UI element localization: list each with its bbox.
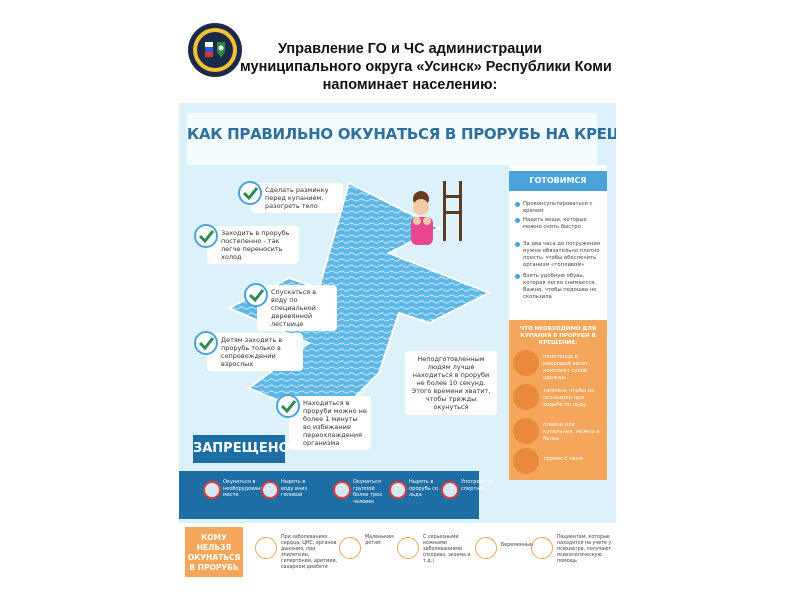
contraindication-item: С серьезными кожными заболеваниями (псор… [397, 529, 473, 575]
prepare-item: Проконсультироваться с врачом [515, 201, 605, 215]
prepare-item: Надеть вещи, которые можно снять быстро [515, 217, 605, 231]
need-item-text: термос с чаем [543, 456, 583, 462]
tip-warmup: Сделать разминку перед купанием, разогре… [238, 181, 343, 213]
check-icon [276, 394, 300, 418]
tip-one-minute-text: Находиться в проруби можно не более 1 ми… [303, 399, 367, 447]
prepare-sidebar: ГОТОВИМСЯ ЗАРАНЕЕ Проконсультироваться с… [509, 165, 607, 480]
contraindication-item: При заболеваниях сердца, ЦНС, органов ды… [255, 529, 341, 575]
poster-banner: КАК ПРАВИЛЬНО ОКУНАТЬСЯ В ПРОРУБЬ НА КРЕ… [187, 113, 616, 165]
tip-children-with-adults: Детям заходить в прорубь только в сопров… [194, 331, 303, 371]
forbidden-item: Нырять в воду вниз головой [261, 479, 315, 513]
need-box: ЧТО НЕОБХОДИМО ДЛЯ КУПАНИЯ В ПРОРУБИ В К… [509, 320, 607, 480]
forbidden-item-text: Употреблять спиртное [461, 479, 495, 492]
no-swimming-icon [203, 481, 221, 499]
pregnancy-icon [475, 537, 497, 559]
header-line-1: Управление ГО и ЧС администрации [277, 41, 543, 57]
thermos-icon [513, 448, 539, 474]
heart-icon [255, 537, 277, 559]
prepare-item: За два часа до погружения нужно обязател… [515, 241, 605, 269]
contraindication-text: Пациентам, которые находятся на учете у … [557, 535, 612, 564]
no-diving-icon [261, 481, 279, 499]
poster-title: КАК ПРАВИЛЬНО ОКУНАТЬСЯ В ПРОРУБЬ НА КРЕ… [187, 125, 616, 143]
tip-wooden-ladder-text: Спускаться в воду по специальной деревян… [271, 288, 317, 328]
contraindication-item: Пациентам, которые находятся на учете у … [531, 529, 615, 575]
need-item-text: полотенце и махровый халат, комплект сух… [543, 354, 591, 381]
need-title: ЧТО НЕОБХОДИМО ДЛЯ КУПАНИЯ В ПРОРУБИ В К… [519, 326, 597, 346]
header-line-3: напоминает населению: [322, 77, 498, 93]
check-icon [194, 331, 218, 355]
forbidden-item-text: Нырять в воду вниз головой [281, 479, 308, 498]
swimmer-woman-illustration [411, 181, 462, 245]
contraindication-item: Маленьким детям [339, 529, 395, 575]
forbidden-item: Окунаться группой более трех человек [333, 479, 387, 513]
no-alcohol-icon [441, 481, 459, 499]
tip-gradual-entry: Заходить в прорубь постепенно - так легч… [194, 224, 299, 264]
bathrobe-icon [513, 350, 539, 376]
swimwear-icon [513, 418, 539, 444]
contraindications-band: КОМУ НЕЛЬЗЯ ОКУНАТЬСЯ В ПРОРУБЬ При забо… [179, 523, 616, 581]
prepare-title: ГОТОВИМСЯ ЗАРАНЕЕ [509, 171, 607, 205]
need-item: плавки или купальник, можно в белье [513, 416, 603, 450]
tip-one-minute: Находиться в проруби можно не более 1 ми… [276, 394, 371, 450]
contraindication-text: С серьезными кожными заболеваниями (псор… [423, 535, 471, 564]
contraindications-title: КОМУ НЕЛЬЗЯ ОКУНАТЬСЯ В ПРОРУБЬ [185, 527, 243, 577]
contraindication-item: Беременным [475, 529, 534, 575]
forbidden-item-text: Нырять в прорубь со льда [409, 479, 439, 498]
tip-ten-seconds-text: Неподготовленным людям лучше находиться … [411, 355, 491, 411]
forbidden-band: Окунаться в необорудованном месте Нырять… [179, 471, 495, 519]
need-item-text: тапочки, чтобы не скользили при ходьбе п… [543, 388, 595, 408]
no-group-icon [333, 481, 351, 499]
forbidden-title: ЗАПРЕЩЕНО [193, 435, 290, 463]
check-icon [244, 283, 268, 307]
head-brain-icon [531, 537, 553, 559]
need-item: термос с чаем [513, 446, 603, 480]
civil-defense-emblem [188, 23, 242, 77]
forbidden-item: Употреблять спиртное [441, 479, 495, 513]
contraindication-text: Беременным [501, 543, 534, 548]
need-item: полотенце и махровый халат, комплект сух… [513, 348, 603, 382]
tip-children-with-adults-text: Детям заходить в прорубь только в сопров… [221, 336, 283, 368]
need-item: тапочки, чтобы не скользили при ходьбе п… [513, 382, 603, 416]
slippers-icon [513, 384, 539, 410]
contraindication-text: При заболеваниях сердца, ЦНС, органов ды… [281, 535, 338, 570]
need-item-text: плавки или купальник, можно в белье [543, 422, 600, 442]
forbidden-item: Нырять в прорубь со льда [389, 479, 443, 513]
no-ice-diving-icon [389, 481, 407, 499]
tip-ten-seconds: Неподготовленным людям лучше находиться … [405, 351, 497, 415]
baby-icon [339, 537, 361, 559]
forbidden-item: Окунаться в необорудованном месте [203, 479, 271, 513]
tip-wooden-ladder: Спускаться в воду по специальной деревян… [244, 283, 337, 331]
contraindication-text: Маленьким детям [365, 535, 394, 546]
tip-warmup-text: Сделать разминку перед купанием, разогре… [265, 186, 329, 210]
check-icon [194, 224, 218, 248]
prepare-item: Взять удобную обувь, которая легко снима… [515, 273, 605, 301]
header-notice: Управление ГО и ЧС администрации муницип… [240, 40, 612, 94]
check-icon [238, 181, 262, 205]
forbidden-item-text: Окунаться группой более трех человек [353, 479, 383, 505]
header-line-2: муниципального округа «Усинск» Республик… [240, 59, 612, 75]
tip-gradual-entry-text: Заходить в прорубь постепенно - так легч… [221, 229, 290, 261]
forbidden-item-text: Окунаться в необорудованном месте [223, 479, 271, 498]
skin-icon [397, 537, 419, 559]
infographic-poster: КАК ПРАВИЛЬНО ОКУНАТЬСЯ В ПРОРУБЬ НА КРЕ… [179, 103, 616, 581]
